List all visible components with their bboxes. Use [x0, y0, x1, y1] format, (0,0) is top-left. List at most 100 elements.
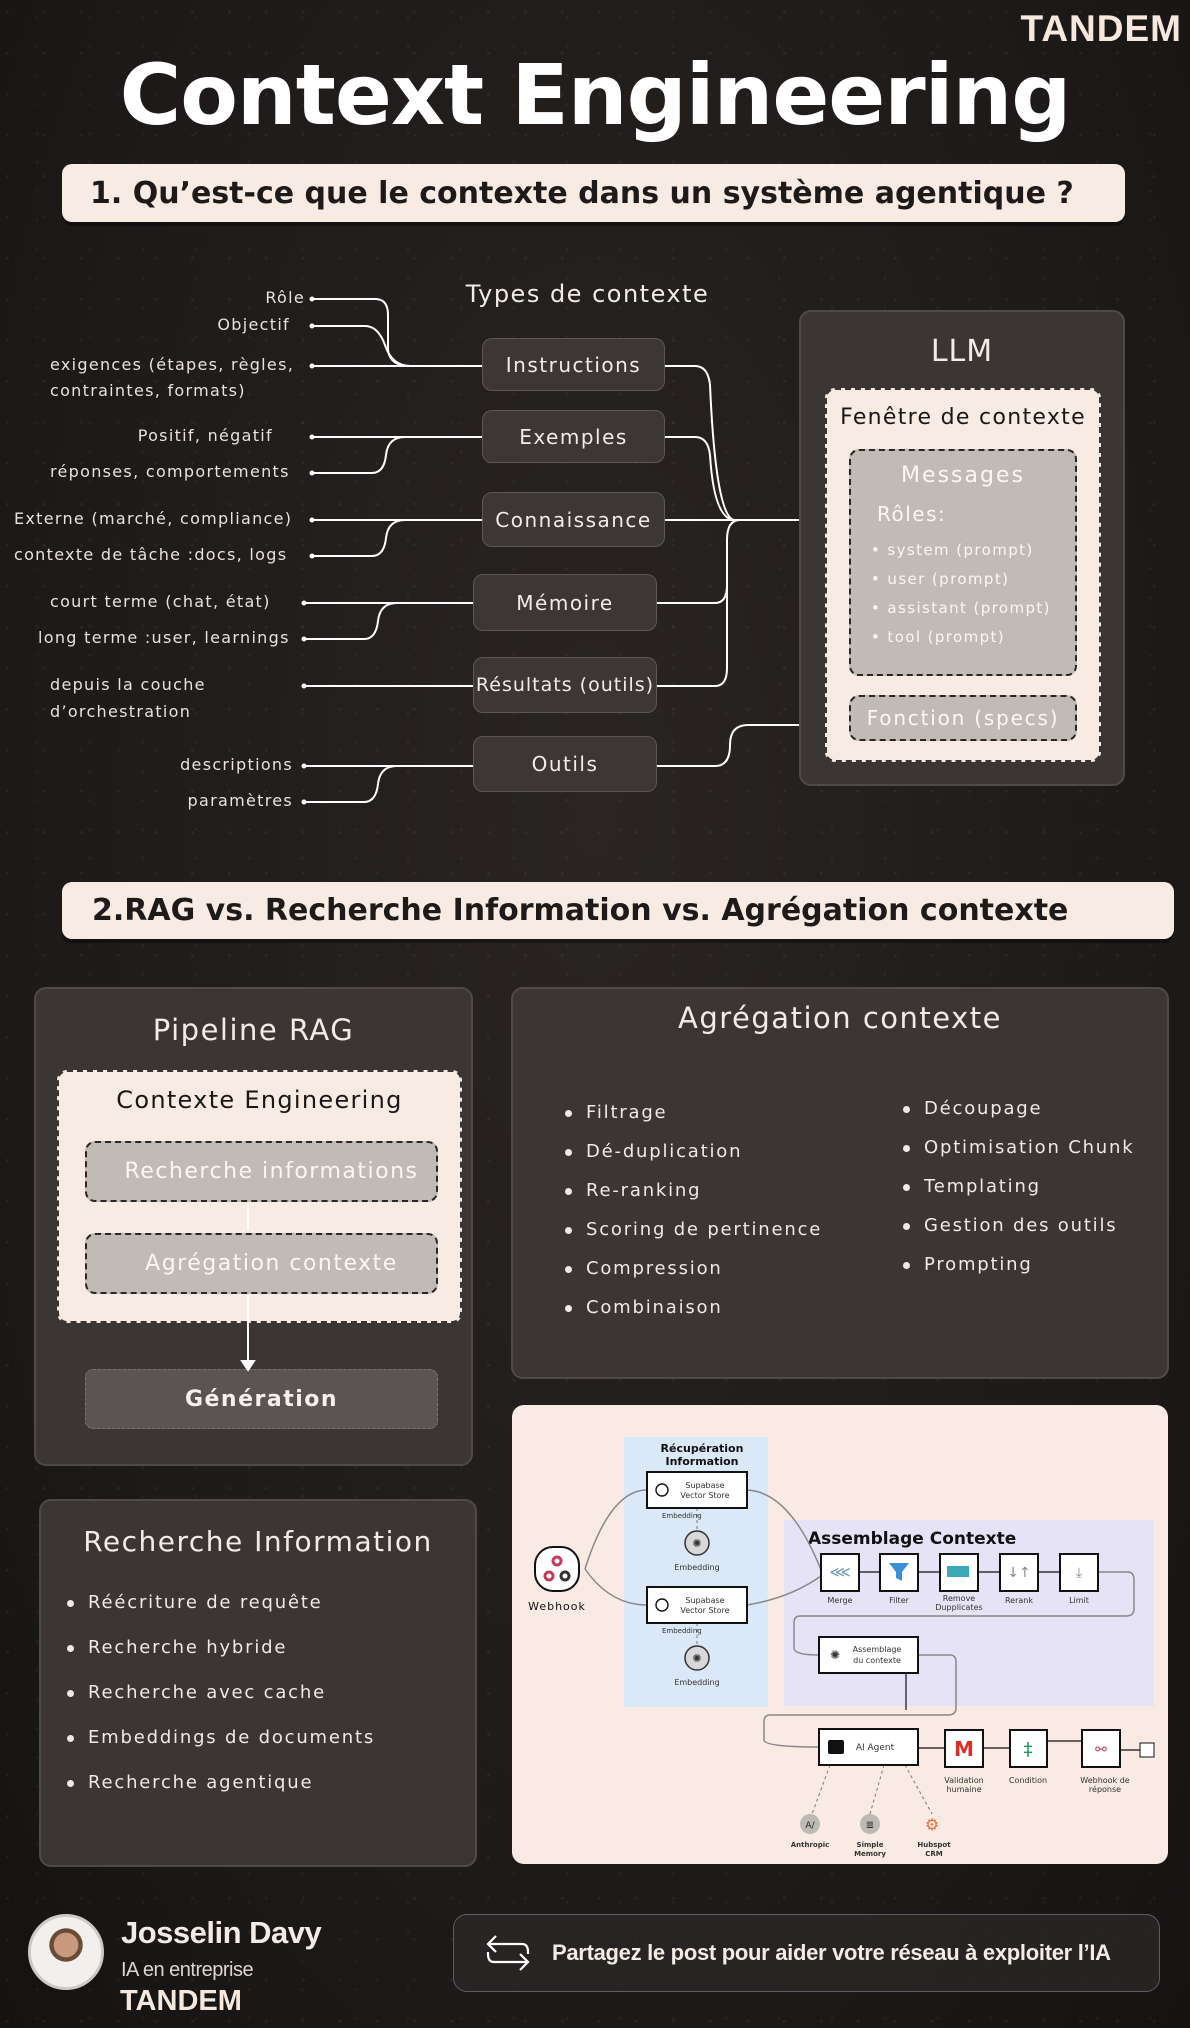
anthropic-node: A/Anthropic	[791, 1814, 829, 1849]
author-subtitle: IA en entreprise	[121, 1959, 254, 1981]
svg-text:du contexte: du contexte	[853, 1656, 901, 1665]
step-recherche: Recherche informations	[85, 1141, 438, 1202]
type-resultats: Résultats (outils)	[473, 657, 657, 713]
svg-text:Dupplicates: Dupplicates	[935, 1603, 982, 1612]
retrieval-panel: Recherche Information Réécriture de requ…	[39, 1499, 477, 1867]
svg-text:Embedding: Embedding	[662, 1627, 702, 1635]
detail-long: long terme :user, learnings	[38, 628, 290, 647]
type-exemples: Exemples	[482, 410, 665, 463]
vector-store-node-2: Supabase Vector Store Embedding ✺ Embedd…	[646, 1586, 748, 1687]
author-name: Josselin Davy	[121, 1915, 322, 1950]
svg-text:Limit: Limit	[1069, 1596, 1089, 1605]
assembly-group-title: Assemblage Contexte	[808, 1529, 1016, 1549]
svg-text:CRM: CRM	[925, 1850, 943, 1858]
list-item: Combinaison	[565, 1288, 822, 1327]
section2-heading: 2.RAG vs. Recherche Information vs. Agré…	[62, 882, 1174, 939]
svg-text:Embedding: Embedding	[674, 1563, 719, 1572]
svg-text:Filter: Filter	[889, 1596, 910, 1605]
svg-text:Embedding: Embedding	[674, 1678, 719, 1687]
svg-text:Vector Store: Vector Store	[680, 1606, 729, 1615]
list-item: Embeddings de documents	[67, 1715, 475, 1760]
list-item: Recherche avec cache	[67, 1670, 475, 1715]
avatar	[28, 1914, 104, 1990]
step-agregation: Agrégation contexte	[85, 1233, 438, 1294]
context-window-title: Fenêtre de contexte	[840, 405, 1086, 430]
detail-parametres: paramètres	[187, 791, 293, 810]
list-item: Scoring de pertinence	[565, 1210, 822, 1249]
webhook-icon	[543, 1555, 571, 1582]
pipeline-arrows	[240, 1203, 256, 1372]
svg-text:réponse: réponse	[1089, 1784, 1121, 1794]
svg-text:Remove: Remove	[943, 1594, 976, 1603]
detail-descriptions: descriptions	[180, 755, 293, 774]
robot-icon	[828, 1740, 844, 1754]
detail-tache: contexte de tâche :docs, logs	[14, 545, 288, 564]
condition-icon: ‡	[1024, 1739, 1033, 1760]
svg-text:humaine: humaine	[946, 1785, 981, 1794]
svg-text:Condition: Condition	[1009, 1776, 1047, 1785]
openai-icon	[684, 1530, 710, 1556]
type-outils: Outils	[473, 736, 657, 792]
share-text: Partagez le post pour aider votre réseau…	[552, 1940, 1111, 1965]
filter-node: Filter	[879, 1553, 919, 1605]
step-generation: Génération	[85, 1369, 438, 1429]
list-item: Découpage	[903, 1089, 1134, 1128]
pipeline-title: Pipeline RAG	[152, 1013, 355, 1047]
list-item: Dé-duplication	[565, 1132, 822, 1171]
list-item: Recherche hybride	[67, 1625, 475, 1670]
svg-text:Vector Store: Vector Store	[680, 1491, 729, 1500]
gmail-icon: M	[954, 1737, 974, 1761]
svg-text:Information: Information	[666, 1455, 739, 1468]
svg-text:Embedding: Embedding	[662, 1512, 702, 1520]
share-button[interactable]: Partagez le post pour aider votre réseau…	[453, 1914, 1160, 1992]
svg-text:Supabase: Supabase	[685, 1481, 724, 1490]
limit-node: ⤓ Limit	[1059, 1553, 1099, 1605]
function-specs: Fonction (specs)	[849, 695, 1077, 741]
messages-box: Messages Rôles: • system (prompt) • user…	[849, 449, 1077, 676]
types-title: Types de contexte	[465, 280, 710, 308]
svg-text:✺: ✺	[692, 1537, 701, 1550]
list-item: Compression	[565, 1249, 822, 1288]
detail-depuis: depuis la couche	[50, 675, 206, 694]
rerank-node: ↓↑Rerank	[999, 1553, 1039, 1605]
llm-title: LLM	[930, 334, 994, 369]
type-connaissance: Connaissance	[482, 492, 665, 547]
list-item: Optimisation Chunk	[903, 1128, 1134, 1167]
role-item: • user (prompt)	[871, 570, 1010, 588]
retrieval-title: Recherche Information	[83, 1525, 433, 1558]
aggregation-list-left: Filtrage Dé-duplication Re-ranking Scori…	[565, 1093, 822, 1327]
detail-reponses: réponses, comportements	[50, 462, 290, 481]
svg-text:Memory: Memory	[854, 1850, 886, 1858]
context-connectors	[301, 296, 849, 805]
roles-label: Rôles:	[877, 502, 947, 526]
dedupe-icon	[947, 1566, 969, 1577]
svg-text:Simple: Simple	[857, 1841, 884, 1849]
type-memoire: Mémoire	[473, 574, 657, 631]
sort-icon: ↓↑	[1007, 1565, 1030, 1581]
svg-text:✺: ✺	[692, 1652, 701, 1665]
repost-icon	[486, 1935, 530, 1971]
share-icon: ⋘	[829, 1563, 850, 1581]
page-title: Context Engineering	[119, 46, 1072, 144]
openai-icon: ✺	[830, 1648, 840, 1662]
detail-exigences: exigences (étapes, règles,	[50, 355, 295, 374]
context-engineering-title: Contexte Engineering	[116, 1086, 403, 1114]
download-icon: ⤓	[1076, 1565, 1082, 1581]
svg-text:Supabase: Supabase	[685, 1596, 724, 1605]
list-item: Prompting	[903, 1245, 1134, 1284]
assembly-group	[784, 1520, 1154, 1706]
list-item: Filtrage	[565, 1093, 822, 1132]
svg-text:Validation: Validation	[944, 1776, 984, 1785]
filter-icon	[889, 1563, 909, 1581]
globe-icon	[655, 1483, 669, 1497]
detail-exigences-2: contraintes, formats)	[50, 381, 246, 400]
detail-externe: Externe (marché, compliance)	[14, 509, 293, 528]
messages-title: Messages	[901, 463, 1025, 488]
svg-text:Merge: Merge	[828, 1596, 853, 1605]
